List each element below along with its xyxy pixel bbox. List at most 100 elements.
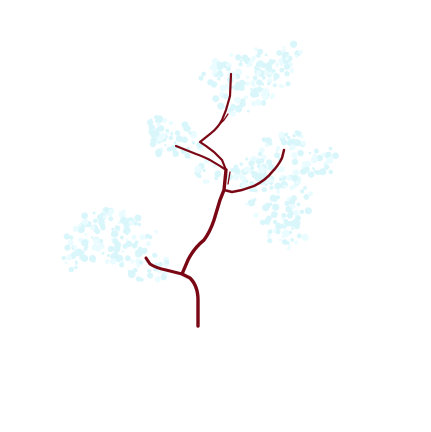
leaf-dot (269, 185, 274, 190)
leaf-dot (223, 93, 229, 100)
leaf-dot (240, 98, 246, 104)
leaf-dot (332, 152, 339, 160)
leaf-dot (175, 135, 183, 143)
leaf-dot (92, 211, 96, 215)
leaf-dot (286, 212, 293, 219)
leaf-dot (162, 118, 168, 124)
leaf-dot (133, 221, 138, 226)
leaf-dot (261, 186, 267, 193)
branch-mid-left (174, 144, 228, 172)
leaf-dot (260, 62, 267, 69)
leaf-dot (257, 151, 263, 157)
leaf-dot (106, 253, 110, 258)
leaf-dot (250, 170, 255, 175)
leaf-dot (272, 219, 278, 225)
leaf-dot (257, 48, 264, 55)
leaf-dot (64, 261, 68, 265)
leaf-dot (272, 83, 277, 88)
leaf-dot (305, 171, 309, 175)
leaf-dot (101, 251, 105, 255)
leaf-dot (281, 139, 288, 146)
leaf-dot (308, 151, 312, 155)
leaf-dot (212, 95, 220, 103)
leaf-dot (194, 167, 198, 172)
leaf-dot (164, 144, 167, 147)
leaf-dot (292, 209, 300, 216)
leaf-dot (75, 248, 83, 256)
leaf-dot (256, 53, 261, 59)
leaf-dot (256, 70, 262, 76)
leaf-dot (261, 137, 267, 143)
leaf-dot (290, 238, 294, 242)
leaf-dot (292, 133, 296, 138)
leaf-dot (130, 259, 135, 264)
leaf-dot (217, 77, 221, 81)
leaf-dot (246, 109, 250, 113)
leaf-dot (275, 62, 280, 67)
leaf-dot (274, 152, 280, 159)
leaf-dot (323, 164, 330, 170)
leaf-dot (238, 79, 246, 87)
leaf-dot (319, 168, 327, 176)
leaf-dot (146, 268, 152, 273)
leaf-dot (154, 276, 161, 283)
leaf-dot (145, 240, 152, 247)
leaf-dot (264, 218, 271, 225)
leaf-dot (259, 219, 266, 226)
leaf-dot (307, 171, 315, 178)
leaf-dot (251, 79, 256, 84)
leaf-dot (258, 172, 262, 176)
leaf-dot (267, 238, 273, 244)
leaf-dot (238, 84, 245, 91)
leaf-dot (261, 75, 266, 80)
leaf-dot (233, 83, 241, 91)
leaf-dot (152, 138, 157, 143)
leaf-dot (291, 175, 297, 182)
leaf-dot (239, 162, 244, 166)
leaf-dot (119, 262, 125, 268)
leaf-dot (288, 244, 292, 248)
leaf-dot (273, 73, 280, 80)
leaf-dot (324, 151, 332, 159)
leaf-dot (254, 47, 258, 51)
leaf-dot (298, 49, 303, 55)
leaf-dot (260, 100, 267, 106)
leaf-dot (217, 102, 225, 110)
leaf-dot (284, 71, 290, 77)
leaf-dot (303, 194, 310, 200)
leaf-dot (170, 145, 177, 152)
leaf-dot (147, 272, 154, 279)
leaf-dot (280, 84, 285, 89)
leaf-dot (246, 57, 251, 62)
leaf-dot (294, 240, 299, 245)
leaf-dot (292, 218, 300, 226)
leaf-dot (250, 166, 255, 171)
leaf-dot (296, 233, 302, 239)
leaf-dot (282, 48, 286, 52)
leaf-dot (108, 216, 114, 222)
leaf-dot (311, 167, 315, 170)
leaf-dot (281, 51, 288, 58)
leaf-dot (301, 233, 309, 241)
leaf-dot (134, 214, 142, 222)
leaf-dot (81, 255, 89, 263)
leaf-dot (297, 149, 304, 157)
leaf-dot (255, 158, 262, 165)
leaf-dot (264, 179, 271, 185)
leaf-dot (310, 156, 319, 164)
leaf-dot (295, 180, 300, 185)
leaf-dot (290, 203, 296, 210)
leaf-dot (289, 138, 297, 145)
leaf-dot (328, 169, 334, 175)
twig-mid-right (227, 171, 231, 185)
leaf-dot (296, 202, 301, 207)
leaf-dot (72, 225, 80, 233)
leaf-dot (286, 135, 291, 140)
leaf-dot (274, 182, 282, 190)
leaf-dot (263, 69, 268, 74)
leaf-dot (69, 235, 74, 240)
leaf-dot (95, 246, 101, 252)
leaf-dot (156, 135, 163, 143)
leaf-dot (124, 255, 131, 262)
